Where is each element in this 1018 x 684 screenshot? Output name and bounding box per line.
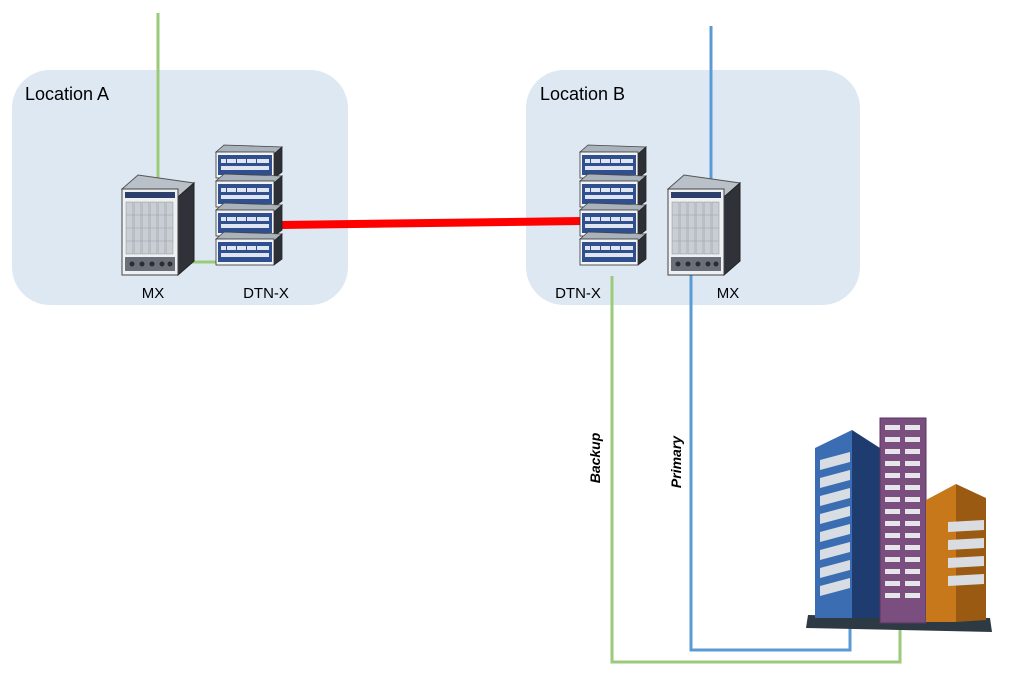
mx-router-icon <box>667 174 741 276</box>
primary-label: Primary <box>668 435 684 488</box>
office-buildings-icon <box>806 417 992 632</box>
location-a-title: Location A <box>25 84 109 104</box>
mx-label-a: MX <box>142 285 165 302</box>
location-b-title: Location B <box>540 84 625 104</box>
dtn-label-b: DTN-X <box>555 285 601 302</box>
mx-label-b: MX <box>717 285 740 302</box>
primary-link <box>689 268 852 652</box>
dtn-x-stack-icon <box>580 145 646 265</box>
dtn-x-stack-icon <box>216 145 282 265</box>
mx-router-icon <box>121 174 195 276</box>
backup-label: Backup <box>587 432 603 483</box>
optical-link-red <box>279 217 583 229</box>
dtn-label-a: DTN-X <box>243 285 289 302</box>
backup-link <box>610 276 902 664</box>
